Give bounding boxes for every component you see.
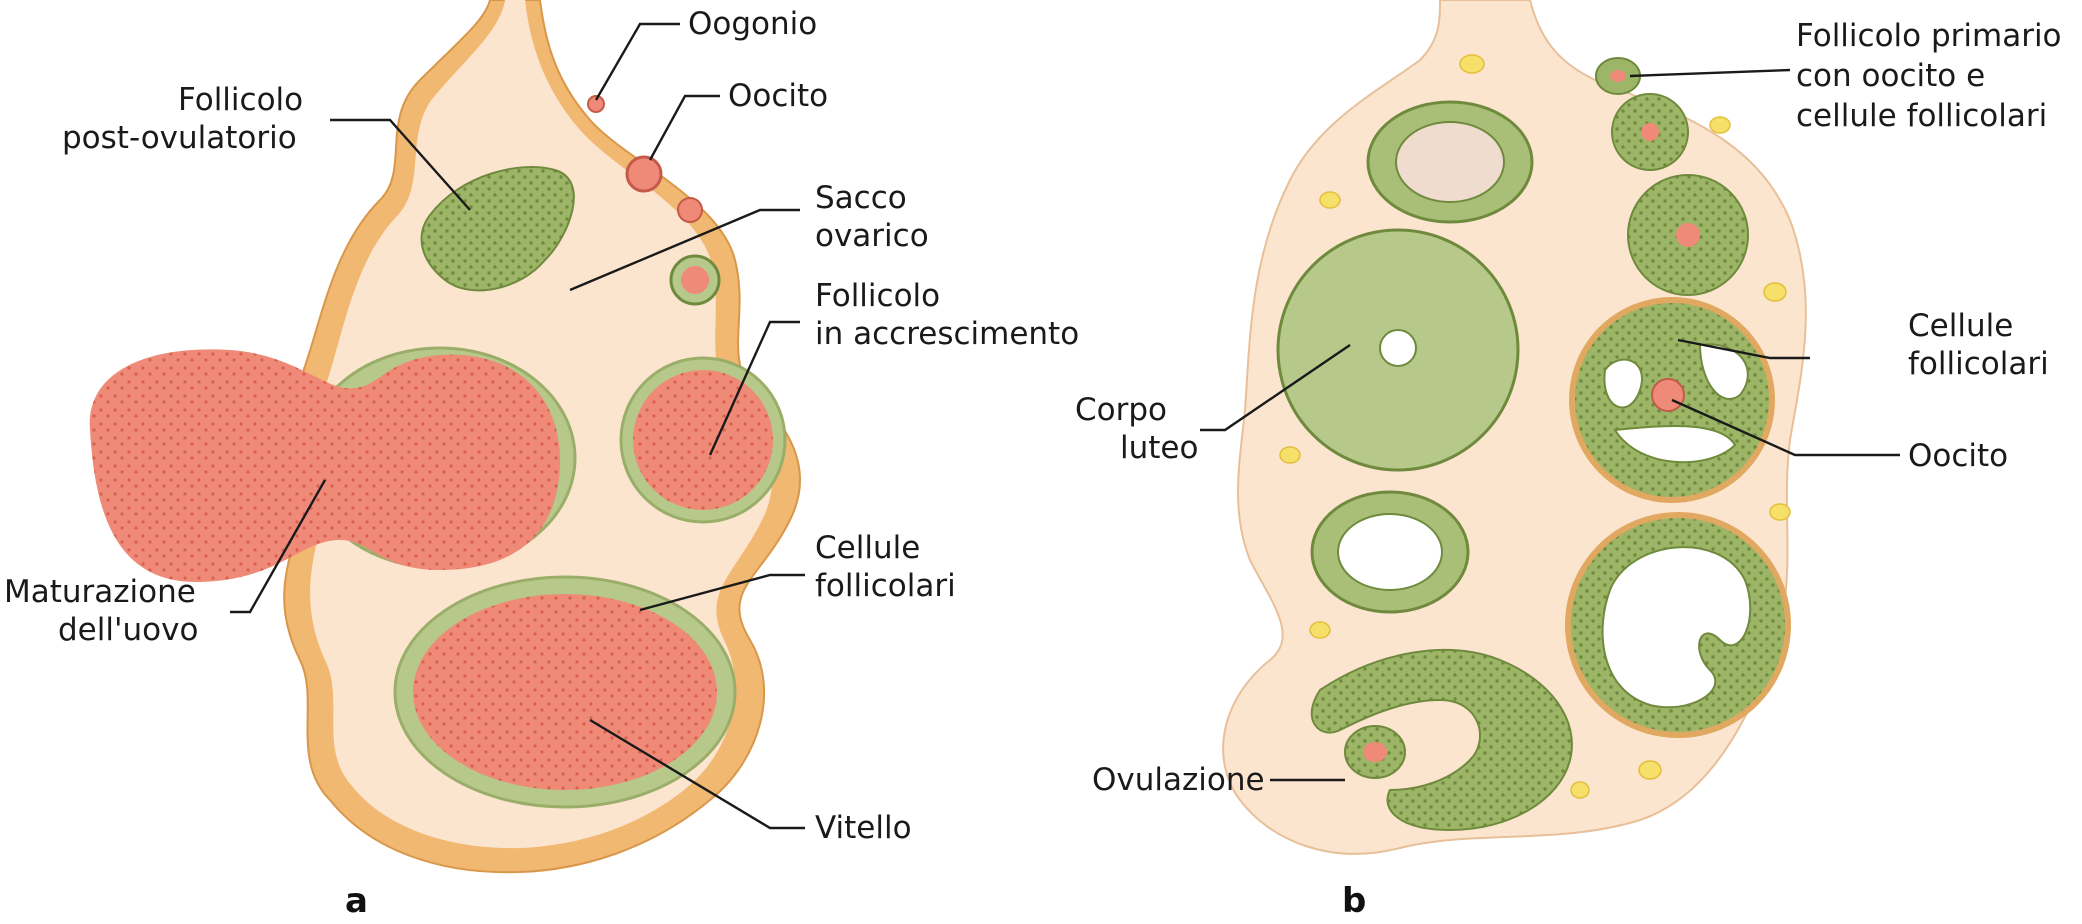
label-oocito-b: Oocito — [1908, 438, 2008, 474]
primary-oocyte — [1610, 70, 1626, 82]
label-cellule-a-1: Cellule — [815, 530, 920, 566]
label-accresc-2: in accrescimento — [815, 316, 1079, 352]
panel-b — [1223, 0, 1806, 854]
panel-letter-b: b — [1342, 881, 1366, 921]
follicle-b-1-oocyte — [1641, 123, 1659, 141]
vitello-yolk — [413, 594, 717, 790]
label-corpo-2: luteo — [1120, 430, 1198, 466]
label-cellule-a-2: follicolari — [815, 568, 956, 604]
oocito-cell-2 — [678, 198, 702, 222]
oocito-cell-1 — [627, 157, 661, 191]
label-oogonio: Oogonio — [688, 6, 817, 42]
regressing-center — [1396, 122, 1504, 202]
label-corpo-1: Corpo — [1075, 392, 1167, 428]
corpo-luteo-center — [1380, 330, 1416, 366]
label-follicolo-post-1: Follicolo — [178, 82, 303, 118]
panel-letter-a: a — [345, 881, 368, 921]
label-cellule-b-2: follicolari — [1908, 346, 2049, 382]
label-sacco-2: ovarico — [815, 218, 929, 254]
label-follicolo-post-2: post-ovulatorio — [62, 120, 297, 156]
small-follicle-oocyte — [681, 266, 709, 294]
label-maturazione-2: dell'uovo — [58, 612, 198, 648]
antral-oocyte — [1652, 379, 1684, 411]
label-vitello: Vitello — [815, 810, 912, 846]
label-primario-2: con oocito e — [1796, 58, 1985, 94]
label-sacco-1: Sacco — [815, 180, 907, 216]
label-maturazione-1: Maturazione — [4, 574, 196, 610]
ring-follicle-center — [1338, 514, 1442, 590]
released-oocyte — [1363, 742, 1387, 762]
label-oocito-a: Oocito — [728, 78, 828, 114]
label-cellule-b-1: Cellule — [1908, 308, 2013, 344]
label-primario-3: cellule follicolari — [1796, 98, 2047, 134]
label-ovulazione: Ovulazione — [1092, 762, 1265, 798]
label-primario-1: Follicolo primario — [1796, 18, 2062, 54]
growing-follicle-yolk — [633, 370, 773, 510]
follicle-b-2-oocyte — [1676, 223, 1700, 247]
label-accresc-1: Follicolo — [815, 278, 940, 314]
